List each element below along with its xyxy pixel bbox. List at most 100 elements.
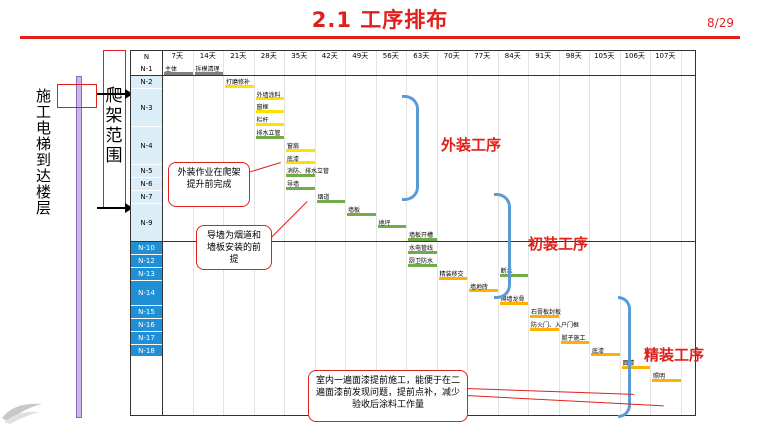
task-bar [408,251,437,254]
day-label: 91天 [535,52,552,60]
grid-vline [436,51,438,415]
task-label: 外墙涂料 [256,91,281,99]
task-bar [286,174,315,178]
task-bar [408,263,437,267]
row-label: N-15 [131,306,162,319]
grid-vline [589,51,590,415]
task-label: 水电管线 [409,245,434,253]
day-label: 63天 [413,52,430,60]
day-label: 84天 [504,52,521,60]
task-bar [255,97,284,101]
callout-exterior-note: 外装作业在爬架提升前完成 [168,162,250,207]
title-divider [20,36,740,39]
task-bar [377,225,406,229]
day-label: 42天 [321,52,338,60]
task-label: 底漆 [592,347,605,355]
company-logo [2,403,42,424]
task-bar [347,212,376,216]
task-bar [286,187,315,190]
brace-fine [618,296,631,418]
day-label: 106天 [624,52,645,60]
task-bar [255,110,284,114]
elevator-marker [57,84,97,108]
task-bar [408,238,437,242]
elevator-pole [76,76,82,418]
task-label: 拆模清理 [195,66,220,73]
row-label: N-2 [131,75,162,89]
task-bar [621,366,650,370]
task-label: 窗扇 [287,142,300,150]
grid-vline [558,51,560,415]
task-label: 断水 [500,268,513,276]
grid-vline [314,51,316,415]
task-label: 照明 [653,373,666,381]
task-bar [530,327,559,331]
row-label: N-7 [131,191,162,204]
task-label: 底漆 [287,155,300,163]
day-label: 14天 [199,52,216,60]
section-divider [131,74,695,76]
callout-finish-note: 室内一遍面漆提前施工，能便于在二遍面漆前发现问题，提前点补，减少验收后涂料工作量 [308,370,468,422]
scaffold-top-arrow [97,89,133,99]
task-label: 导墙 [287,181,300,189]
day-label: 107天 [655,52,676,60]
task-label: 栏杆 [256,117,269,125]
grid-vline [650,51,651,415]
task-label: 主体 [165,66,178,73]
task-label: 石膏板封板 [531,309,562,317]
grid-vline [406,51,407,415]
task-bar [652,379,681,382]
row-label: N-18 [131,344,162,358]
day-label: 21天 [230,52,247,60]
task-bar [286,161,315,165]
task-label: 烟道 [317,194,330,201]
task-label: 墙地砖 [470,283,489,291]
task-label: 腻子施工 [561,334,586,342]
task-bar [499,302,528,306]
row-label: N-4 [131,127,162,166]
task-bar [286,148,315,152]
task-label: 打磨修补 [226,78,251,86]
task-label: 排水立管 [256,130,281,137]
row-label: N-16 [131,319,162,332]
day-label: 77天 [474,52,491,60]
page-number: 8/29 [707,16,734,30]
grid-vline [680,51,682,415]
task-label: 墙板 [348,206,361,214]
task-bar [255,135,284,139]
day-label: 35天 [291,52,308,60]
grid-vline [345,51,346,415]
phase-fine-label: 精装工序 [644,346,705,364]
header-label: N [143,53,150,61]
row-label: N-17 [131,331,162,345]
grid-vline [528,51,529,415]
day-label: 7天 [171,52,183,60]
grid-vline [284,51,285,415]
day-label: 56天 [382,52,399,60]
grid-vline [619,51,621,415]
day-label: 28天 [260,52,277,60]
row-label: N-9 [131,203,162,243]
elevator-label: 施工电梯到达楼层 [36,87,52,217]
task-label: 窗框 [256,104,269,112]
task-bar [469,289,498,293]
grid-vline [467,51,468,415]
task-label: 防火门、入户门框 [531,322,580,329]
brace-exterior [402,95,419,201]
task-bar [530,315,559,318]
task-label: 隔墙龙骨 [500,296,525,304]
brace-rough [494,193,511,299]
task-label: 墙板开槽 [409,232,434,240]
task-bar [225,84,254,88]
day-label: 105天 [594,52,615,60]
grid-vline [497,51,499,415]
task-bar [591,353,620,357]
phase-exterior-label: 外装工序 [441,136,502,154]
scaffold-label: 爬架范围 [105,86,123,166]
section-divider [131,241,695,243]
task-label: 地坪 [378,219,391,227]
page-title: 2.1 工序排布 [311,8,449,32]
callout-guide-wall-note: 导墙为烟道和墙板安装的前提 [196,225,272,270]
row-label: N-13 [131,267,162,281]
